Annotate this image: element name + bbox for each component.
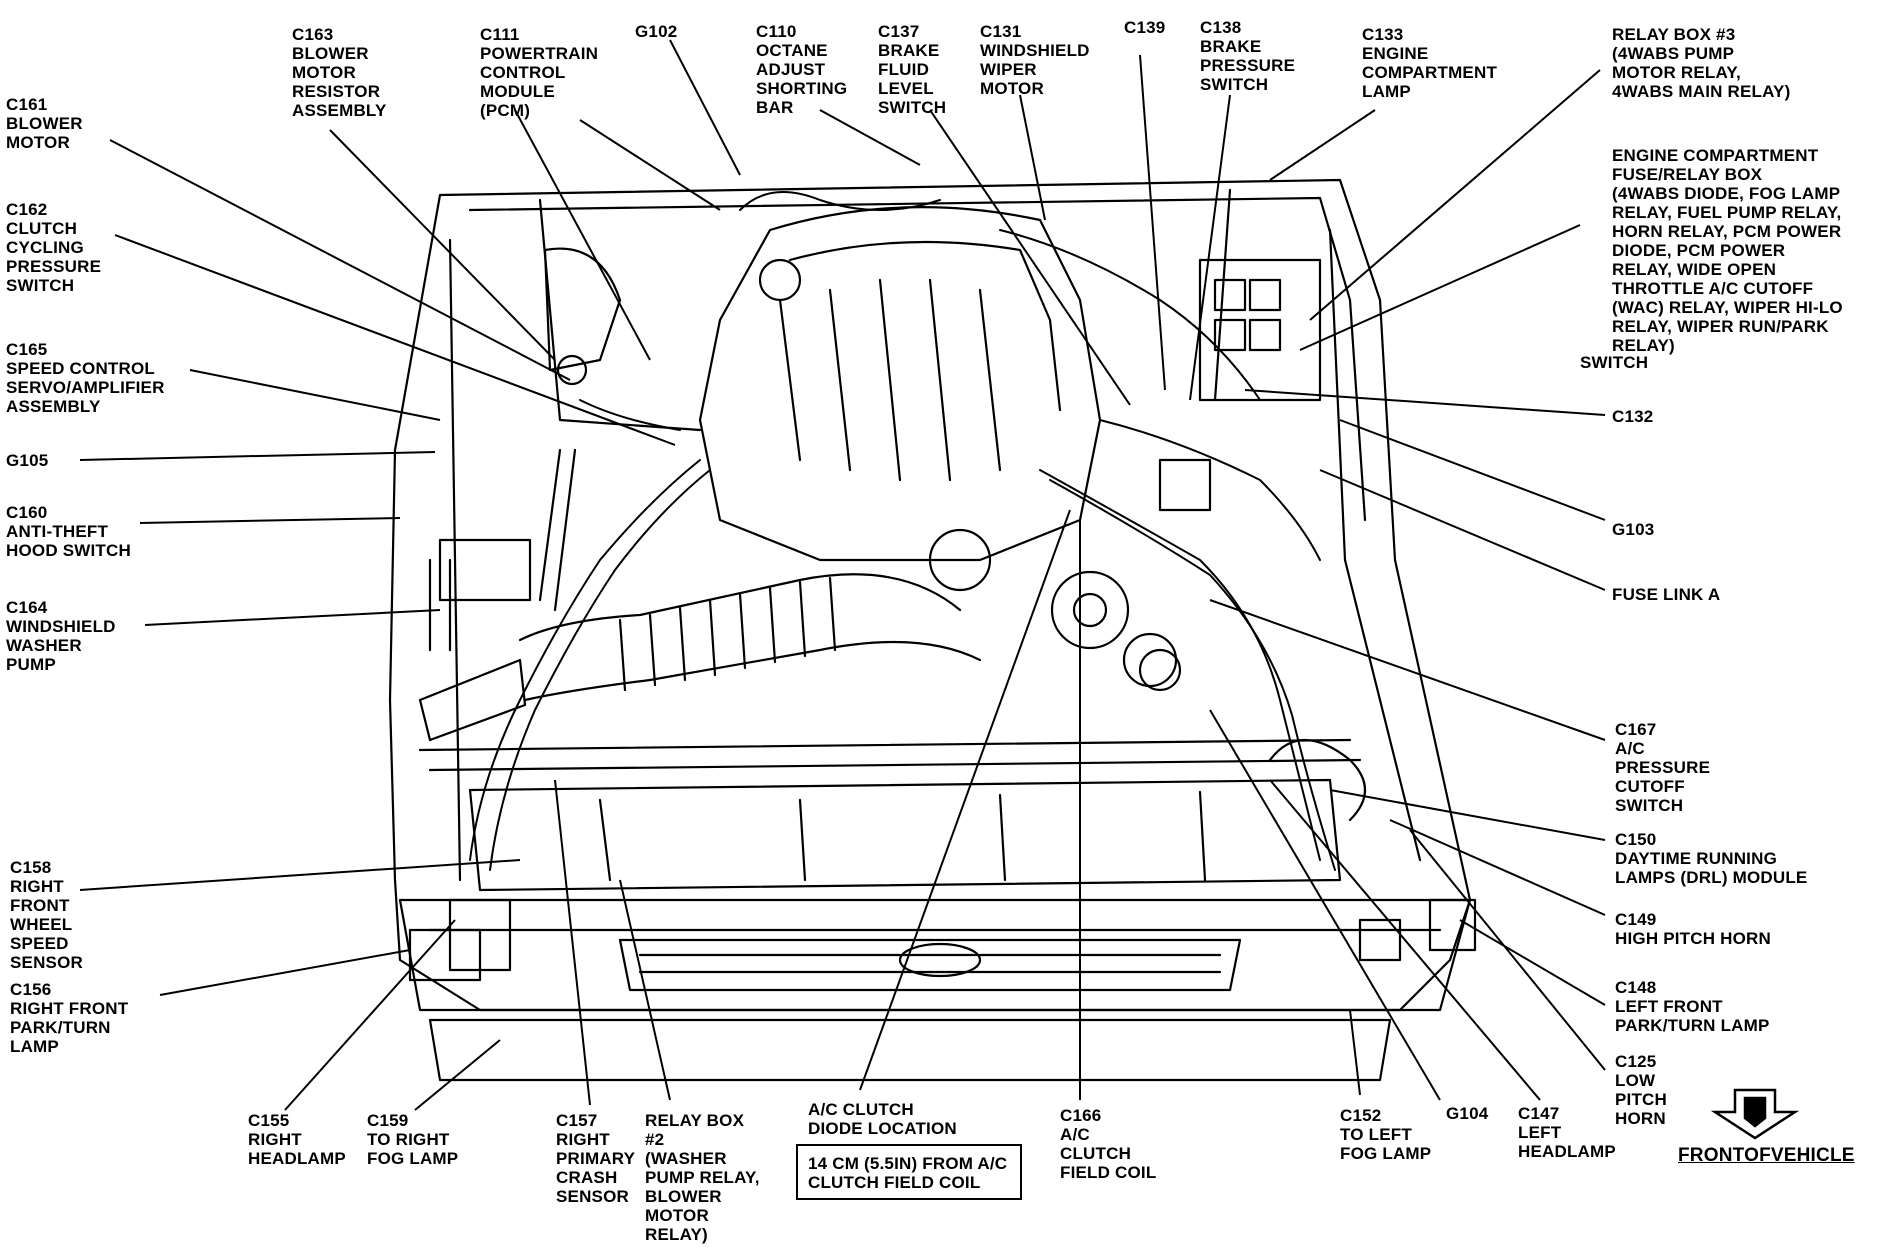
- label-c155: C155 RIGHT HEADLAMP: [248, 1111, 346, 1168]
- label-switch: SWITCH: [1580, 353, 1649, 372]
- label-c157: C157 RIGHT PRIMARY CRASH SENSOR: [556, 1111, 636, 1206]
- air-intake-tube: [418, 573, 982, 742]
- label-c110: C110 OCTANE ADJUST SHORTING BAR: [756, 22, 848, 117]
- label-c162: C162 CLUTCH CYCLING PRESSURE SWITCH: [6, 200, 102, 295]
- diode-note-box: [796, 1144, 1022, 1200]
- label-c167: C167 A/C PRESSURE CUTOFF SWITCH: [1615, 720, 1711, 815]
- left-components: [408, 247, 622, 982]
- label-c166: C166 A/C CLUTCH FIELD COIL: [1060, 1106, 1157, 1182]
- label-g105: G105: [6, 451, 49, 470]
- label-c132: C132: [1612, 407, 1654, 426]
- label-c148: C148 LEFT FRONT PARK/TURN LAMP: [1615, 978, 1770, 1035]
- label-c137: C137 BRAKE FLUID LEVEL SWITCH: [878, 22, 947, 117]
- label-c158: C158 RIGHT FRONT WHEEL SPEED SENSOR: [10, 858, 83, 972]
- label-g104: G104: [1446, 1104, 1489, 1123]
- front-bumper: [398, 898, 1472, 1082]
- front-arrow-icon: [1710, 1088, 1800, 1140]
- label-c156: C156 RIGHT FRONT PARK/TURN LAMP: [10, 980, 129, 1056]
- label-c111: C111 POWERTRAIN CONTROL MODULE (PCM): [480, 25, 599, 120]
- label-relay-box-3: RELAY BOX #3 (4WABS PUMP MOTOR RELAY, 4W…: [1612, 25, 1791, 101]
- label-c160: C160 ANTI-THEFT HOOD SWITCH: [6, 503, 131, 560]
- engine-block: [698, 206, 1178, 688]
- label-c165: C165 SPEED CONTROL SERVO/AMPLIFIER ASSEM…: [6, 340, 165, 416]
- label-relay-box-2: RELAY BOX #2 (WASHER PUMP RELAY, BLOWER …: [645, 1111, 760, 1244]
- label-c149: C149 HIGH PITCH HORN: [1615, 910, 1771, 948]
- label-fuse-link-a: FUSE LINK A: [1612, 585, 1721, 604]
- leader-lines: [79, 39, 1606, 1111]
- diode-note-text: 14 CM (5.5IN) FROM A/C CLUTCH FIELD COIL: [808, 1154, 1008, 1192]
- label-c164: C164 WINDSHIELD WASHER PUMP: [6, 598, 116, 674]
- label-c125: C125 LOW PITCH HORN: [1615, 1052, 1667, 1128]
- label-c150: C150 DAYTIME RUNNING LAMPS (DRL) MODULE: [1615, 830, 1808, 887]
- label-fuse-relay-box: ENGINE COMPARTMENT FUSE/RELAY BOX (4WABS…: [1612, 146, 1843, 355]
- label-c159: C159 TO RIGHT FOG LAMP: [367, 1111, 459, 1168]
- label-c131: C131 WINDSHIELD WIPER MOTOR: [980, 22, 1090, 98]
- label-c161: C161 BLOWER MOTOR: [6, 95, 83, 152]
- radiator: [418, 738, 1362, 892]
- wiring-harness: [469, 191, 1336, 871]
- label-front-of-vehicle: FRONTOFVEHICLE: [1678, 1145, 1855, 1166]
- label-c147: C147 LEFT HEADLAMP: [1518, 1104, 1616, 1161]
- right-components: [1138, 258, 1477, 962]
- label-c138: C138 BRAKE PRESSURE SWITCH: [1200, 18, 1296, 94]
- label-c163: C163 BLOWER MOTOR RESISTOR ASSEMBLY: [292, 25, 387, 120]
- label-g103: G103: [1612, 520, 1655, 539]
- label-ac-clutch-diode: A/C CLUTCH DIODE LOCATION: [808, 1100, 957, 1138]
- label-c133: C133 ENGINE COMPARTMENT LAMP: [1362, 25, 1498, 101]
- label-c139: C139: [1124, 18, 1166, 37]
- label-c152: C152 TO LEFT FOG LAMP: [1340, 1106, 1432, 1163]
- label-g102: G102: [635, 22, 678, 41]
